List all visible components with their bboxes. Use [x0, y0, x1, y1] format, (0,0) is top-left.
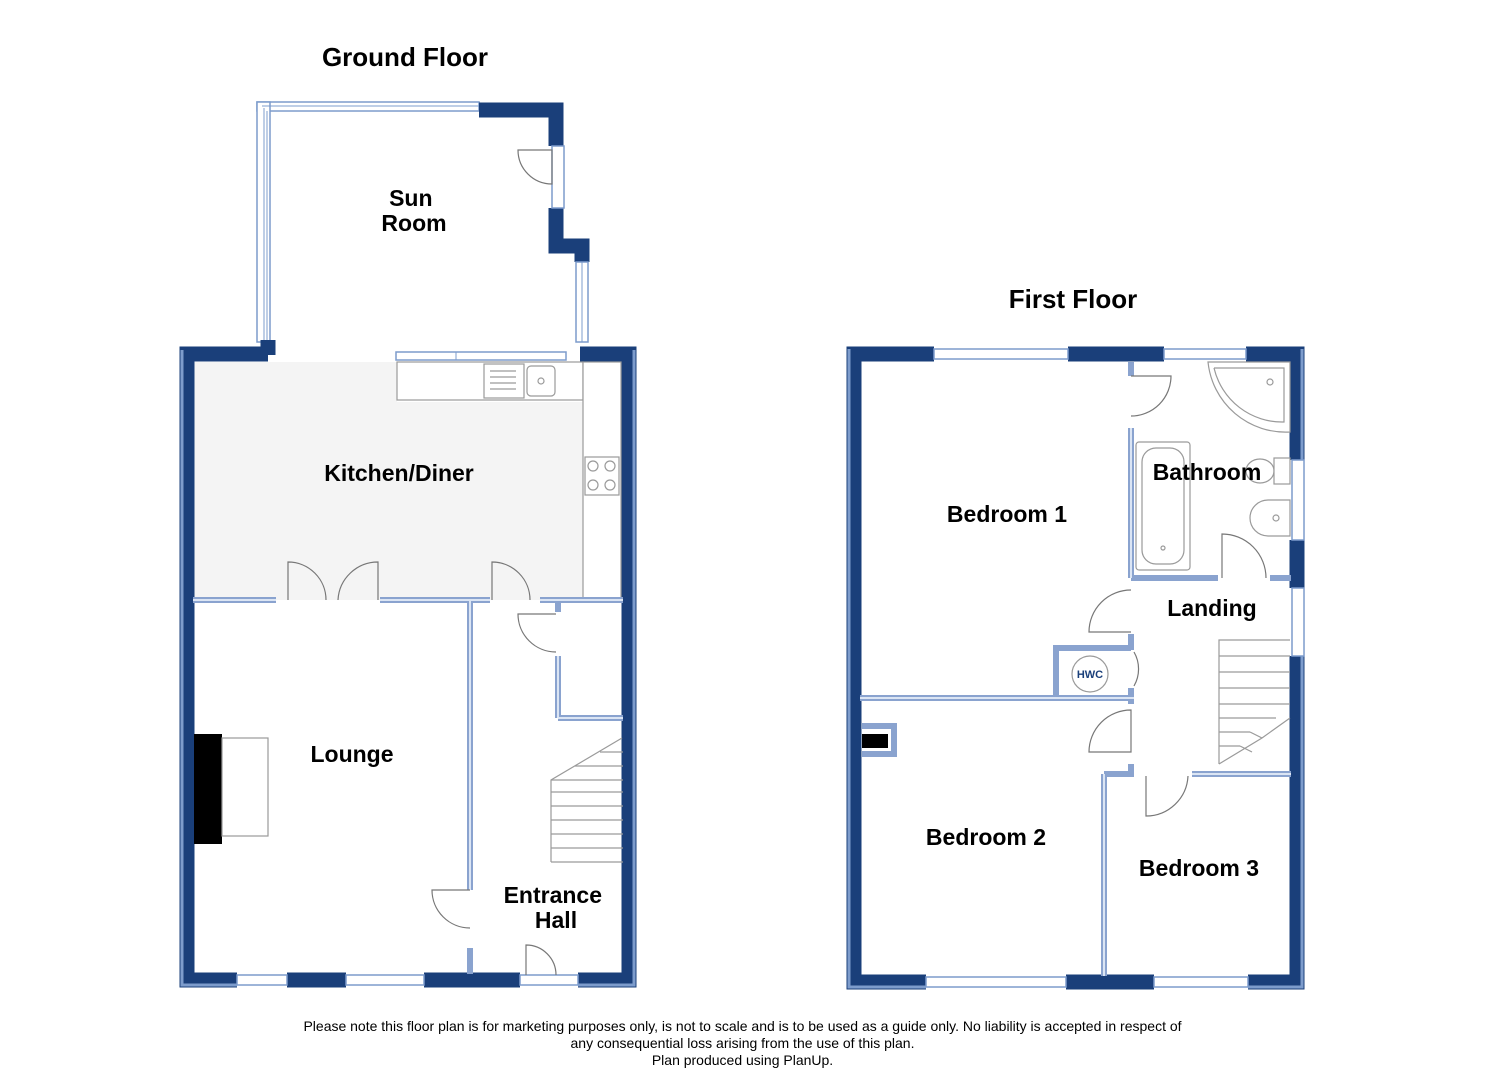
bath-icon	[1135, 441, 1191, 571]
bedroom1-label: Bedroom 1	[947, 501, 1067, 527]
cupboard-door	[517, 613, 557, 653]
hwc-door	[1133, 651, 1140, 687]
bathroom-label: Bathroom	[1153, 459, 1262, 485]
kitchen-label: Kitchen/Diner	[324, 460, 474, 486]
sun-room-door	[517, 149, 553, 185]
first-outer-wall	[846, 346, 934, 990]
ground-stairs	[550, 737, 623, 863]
kitchen-units	[396, 361, 622, 601]
bathroom-side-window	[1291, 459, 1305, 541]
lounge-door	[431, 889, 471, 929]
bedroom1-landing-door	[1088, 589, 1132, 633]
ground-floor-title: Ground Floor	[322, 42, 488, 72]
disclaimer-line-3: Plan produced using PlanUp.	[651, 1052, 834, 1068]
disclaimer-line-2: any consequential loss arising from the …	[570, 1035, 915, 1051]
disclaimer: Please note this floor plan is for marke…	[0, 1018, 1485, 1069]
bedroom2-door	[1088, 709, 1132, 753]
bedroom1-window	[933, 348, 1069, 360]
kitchen-hall-door	[491, 561, 531, 601]
front-door	[525, 944, 557, 976]
hwc-cylinder	[1071, 655, 1109, 693]
landing-window	[1291, 587, 1305, 657]
first-floor-title: First Floor	[1009, 284, 1138, 314]
entrance-hall-label: Entrance Hall	[504, 882, 609, 933]
sun-room-wall	[479, 102, 564, 146]
bedroom2-window	[925, 976, 1067, 988]
fireplace	[194, 734, 222, 844]
hwc-label: HWC	[1077, 669, 1103, 681]
disclaimer-line-1: Please note this floor plan is for marke…	[303, 1018, 1182, 1034]
basin-icon	[1249, 499, 1291, 537]
lounge-window-2	[345, 974, 425, 986]
kitchen-lounge-double-door	[287, 561, 379, 601]
bedroom1-door	[1130, 375, 1172, 417]
bedroom3-window	[1153, 976, 1249, 988]
bedroom3-label: Bedroom 3	[1139, 855, 1259, 881]
ground-outer-wall	[179, 346, 268, 988]
hearth	[221, 737, 269, 837]
lounge-label: Lounge	[310, 741, 393, 767]
chimney-breast	[862, 734, 888, 748]
sink-icon	[526, 365, 556, 397]
bedroom3-door	[1145, 775, 1189, 817]
sun-room-label: Sun Room	[381, 185, 446, 236]
first-inner-walls	[860, 362, 1291, 976]
first-stairs	[1218, 639, 1291, 765]
sun-room-glazing	[256, 101, 480, 343]
bathroom-fixtures	[1135, 361, 1291, 571]
lounge-window-1	[236, 974, 288, 986]
bedroom2-label: Bedroom 2	[926, 824, 1046, 850]
bathroom-rear-window	[1163, 348, 1247, 360]
bathroom-door	[1221, 533, 1267, 579]
ground-inner-walls	[193, 597, 623, 974]
landing-label: Landing	[1167, 595, 1256, 621]
